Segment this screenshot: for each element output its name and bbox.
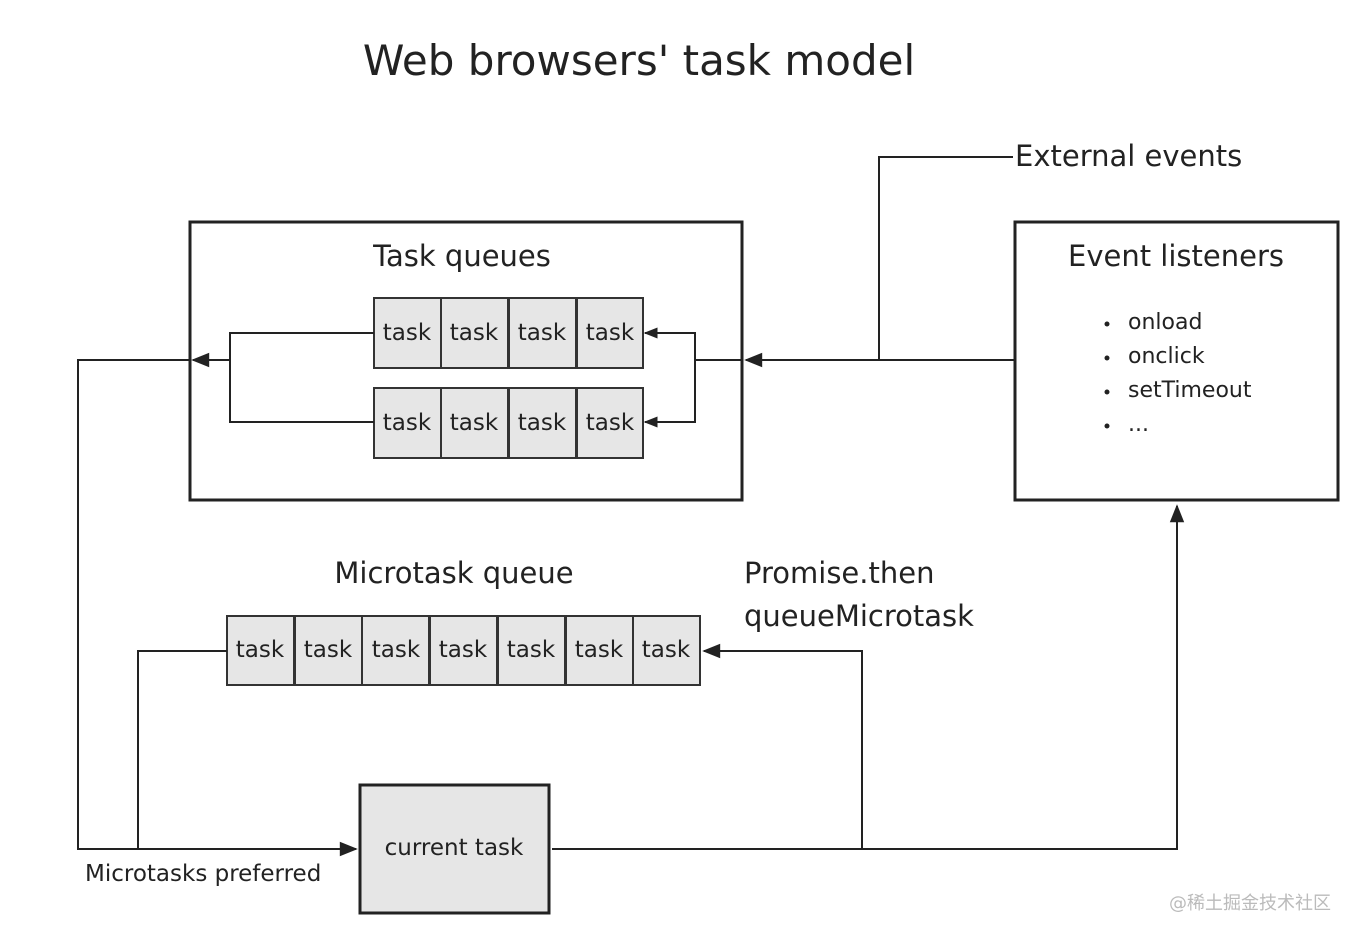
current-to-microtasks-arrow	[702, 643, 863, 849]
task-cell	[576, 387, 644, 459]
queues-to-current-arrow	[77, 359, 358, 857]
microtask-cell	[294, 615, 363, 686]
microtask-cell	[361, 615, 430, 686]
microtask-cell	[226, 615, 295, 686]
task-cell	[508, 387, 577, 459]
listener-onload: onload	[1128, 310, 1202, 335]
diagram-title: Web browsers' task model	[363, 36, 915, 85]
task-label: task	[383, 410, 432, 436]
microtask-label: task	[642, 637, 691, 663]
microtask-label: task	[439, 637, 488, 663]
bullet-dot	[1104, 423, 1110, 429]
task-label: task	[383, 320, 432, 346]
microtask-cell	[565, 615, 634, 686]
microtask-label: task	[236, 637, 285, 663]
queue2-input-arrow	[643, 360, 696, 428]
task-label: task	[450, 320, 499, 346]
microtask-queue: task task task task task task task	[226, 615, 701, 686]
watermark: @稀土掘金技术社区	[1169, 893, 1331, 914]
queue-output-bracket	[229, 332, 374, 423]
bullet-dot	[1104, 389, 1110, 395]
bullet-dot	[1104, 355, 1110, 361]
listener-onclick: onclick	[1128, 344, 1205, 369]
task-cell	[440, 387, 509, 459]
external-events-label: External events	[1015, 139, 1242, 173]
task-queues-label: Task queues	[372, 239, 551, 273]
queue-microtask-label: queueMicrotask	[744, 599, 974, 633]
microtask-cell	[632, 615, 701, 686]
listener-settimeout: setTimeout	[1128, 378, 1252, 403]
task-cell	[440, 297, 509, 369]
task-cell	[576, 297, 644, 369]
current-to-listeners-arrow	[552, 504, 1185, 850]
microtask-label: task	[575, 637, 624, 663]
promise-then-label: Promise.then	[744, 556, 934, 590]
microtask-label: task	[304, 637, 353, 663]
current-task-label: current task	[385, 835, 524, 861]
microtasks-preferred-label: Microtasks preferred	[85, 861, 321, 887]
current-task-box	[358, 783, 551, 915]
task-label: task	[586, 410, 635, 436]
microtasks-to-current-line	[137, 650, 227, 849]
task-label: task	[450, 410, 499, 436]
bullet-dot	[1104, 321, 1110, 327]
microtask-queue-label: Microtask queue	[334, 556, 573, 590]
event-listeners-label: Event listeners	[1068, 239, 1284, 273]
microtask-label: task	[372, 637, 421, 663]
listener-more: ...	[1128, 412, 1149, 437]
task-queue-2: task task task task	[373, 387, 644, 459]
external-events-line	[878, 156, 1013, 360]
task-queue-1: task task task task	[373, 297, 644, 369]
task-label: task	[518, 410, 567, 436]
queue1-input-arrow	[643, 327, 696, 360]
microtask-label: task	[507, 637, 556, 663]
task-label: task	[586, 320, 635, 346]
task-label: task	[518, 320, 567, 346]
microtask-cell	[429, 615, 498, 686]
